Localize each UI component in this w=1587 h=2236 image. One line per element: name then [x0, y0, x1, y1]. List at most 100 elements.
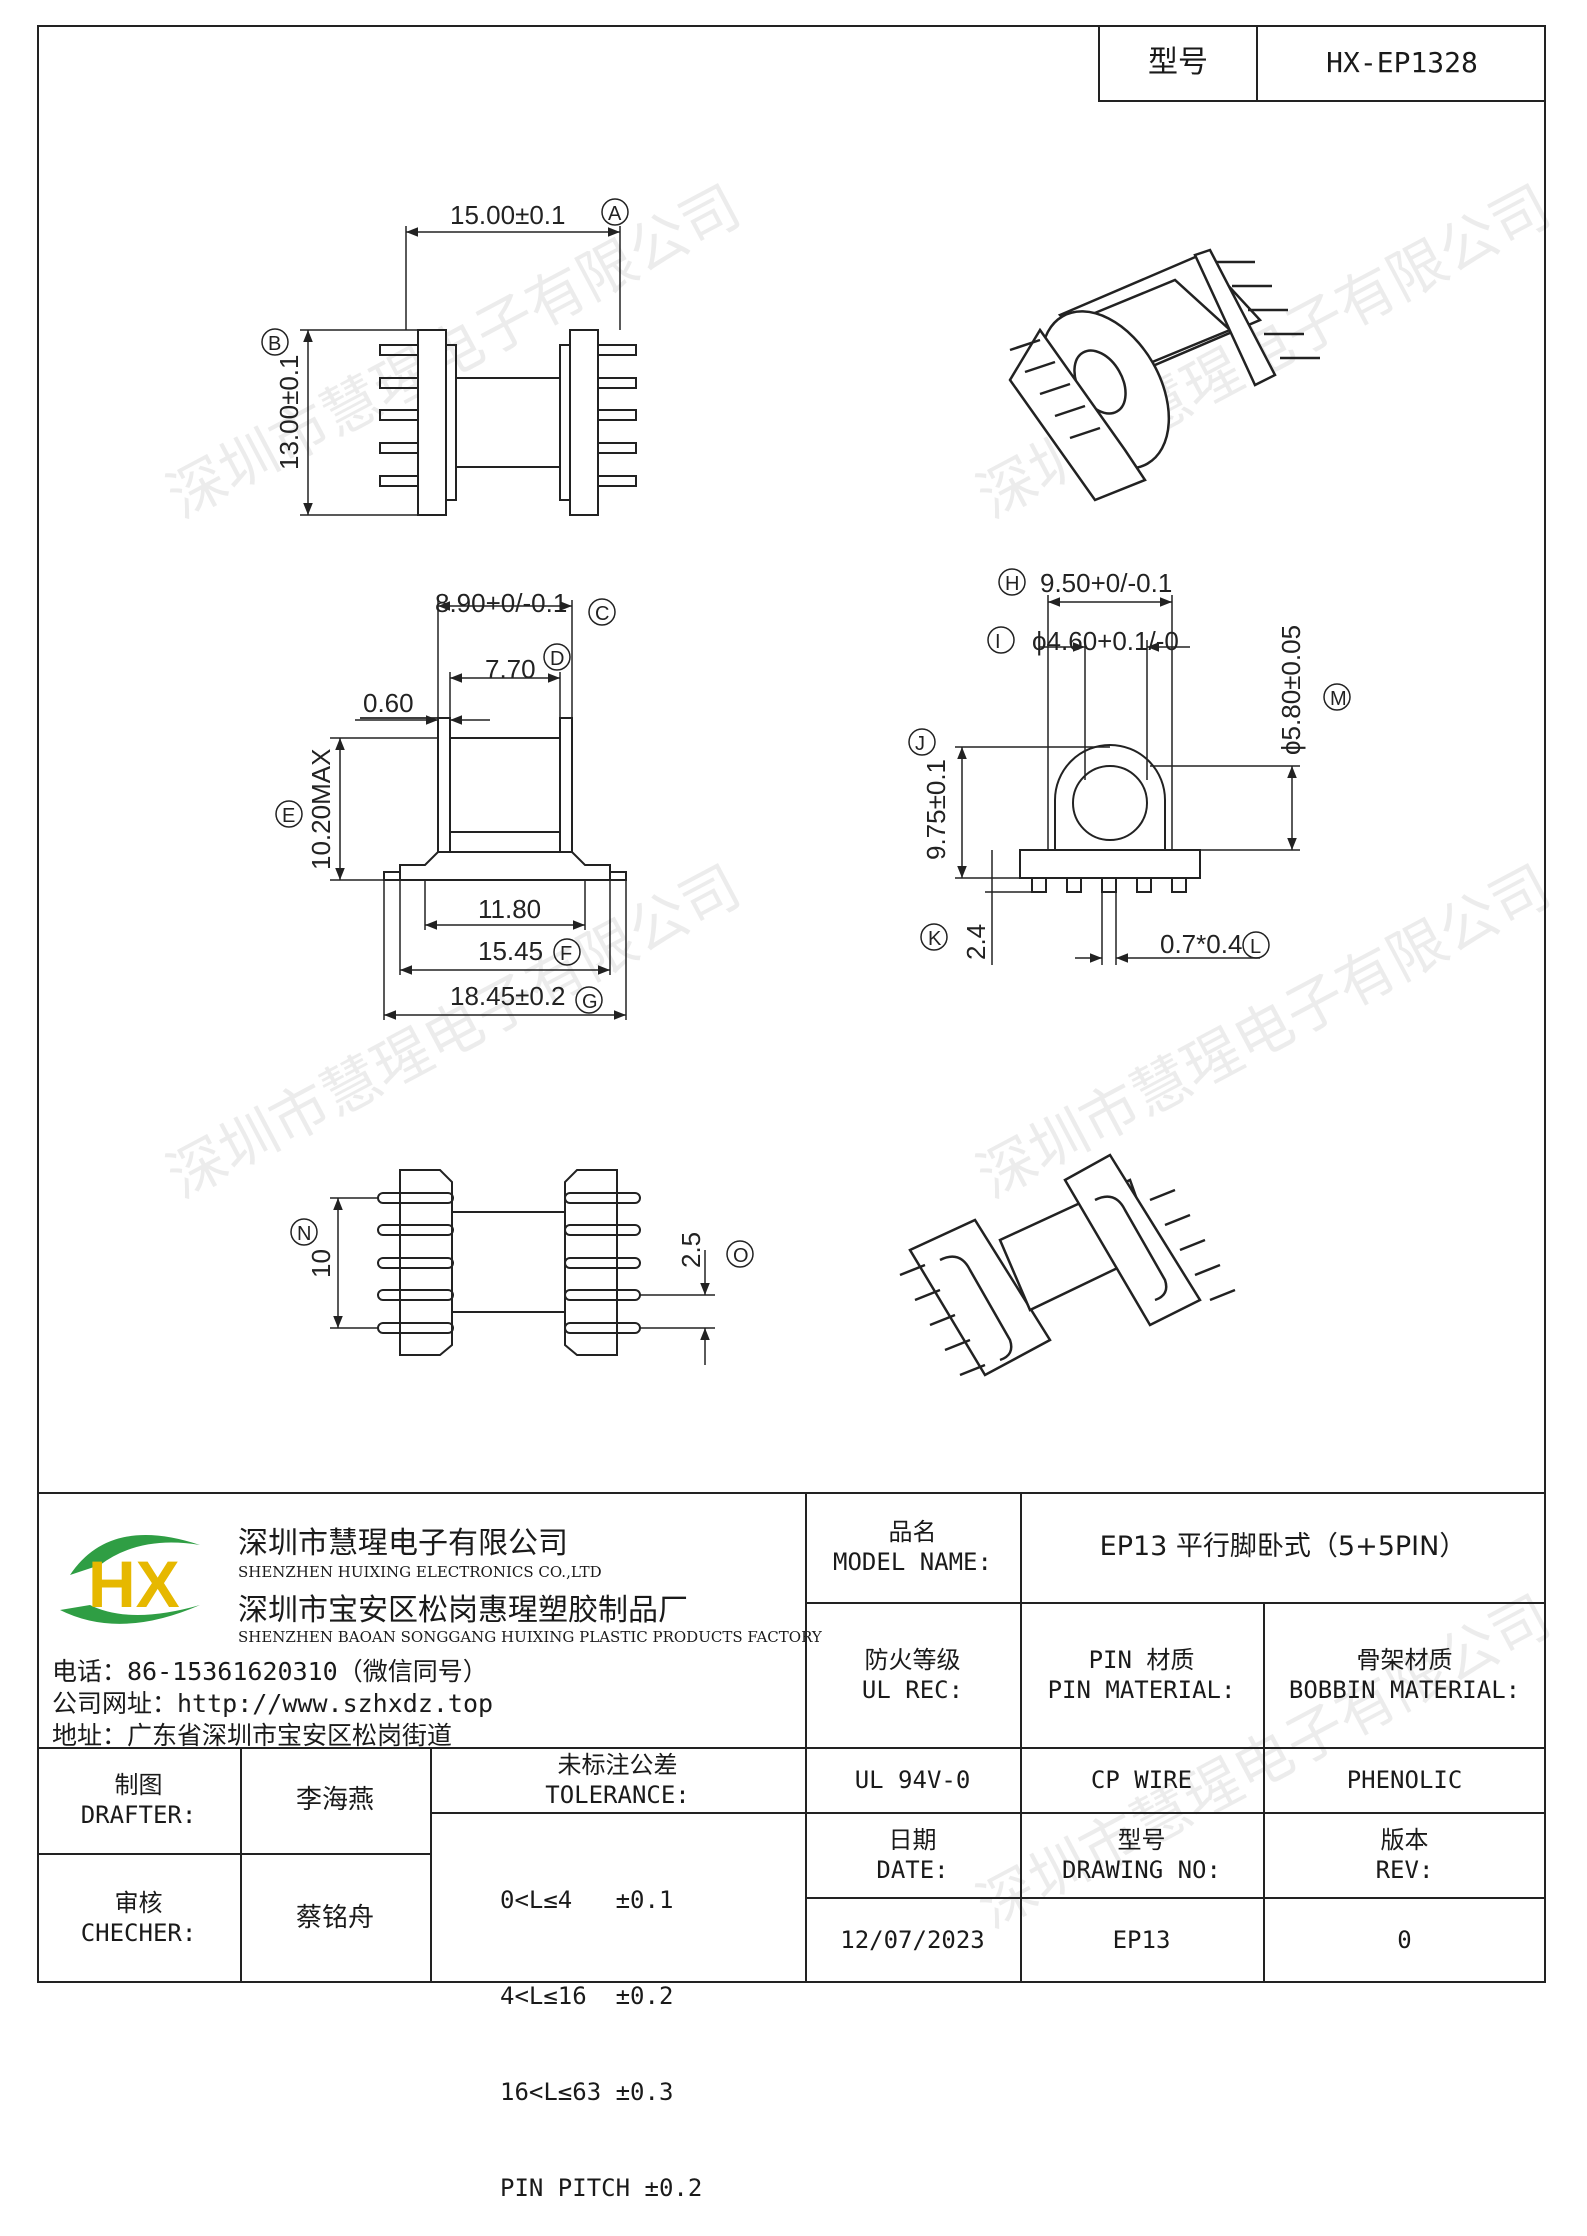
checker-value: 蔡铭舟 [295, 1902, 374, 1933]
divider [37, 1747, 1546, 1749]
dim-side-d: 7.70 [485, 654, 536, 684]
dim-tag-c: C [595, 603, 609, 625]
dim-front-h: 9.50+0/-0.1 [1040, 568, 1172, 598]
front-view [955, 595, 1300, 965]
company-name-cn: 深圳市慧瑆电子有限公司 [238, 1526, 568, 1561]
bobbin-material-en: BOBBIN MATERIAL: [1288, 1675, 1521, 1704]
dim-bottom-n: 10 [306, 1249, 336, 1278]
date-label: 日期 DATE: [805, 1812, 1020, 1897]
header-model-value: HX-EP1328 [1256, 25, 1546, 102]
divider [805, 1492, 807, 1983]
dim-tag-n: N [297, 1223, 311, 1245]
ul-rec-cn: 防火等级 [864, 1645, 961, 1674]
isometric-view-bottom [899, 1153, 1236, 1377]
dim-tag-e: E [282, 805, 295, 827]
divider [1263, 1602, 1265, 1983]
dim-tag-m: M [1330, 688, 1347, 710]
dim-front-j: 9.75±0.1 [921, 759, 951, 860]
divider [37, 1853, 430, 1855]
isometric-view-top [1008, 248, 1320, 502]
top-view-pins [379, 344, 637, 487]
dim-side-e: 10.20MAX [306, 749, 336, 870]
date-en: DATE: [876, 1855, 949, 1884]
dim-tag-b: B [268, 333, 281, 355]
dim-bottom-o: 2.5 [676, 1232, 706, 1268]
bobbin-material-value: PHENOLIC [1346, 1765, 1463, 1794]
bobbin-material-label: 骨架材质 BOBBIN MATERIAL: [1263, 1602, 1546, 1747]
divider [430, 1747, 432, 1983]
drafter-en: DRAFTER: [80, 1801, 197, 1829]
pin-material-en: PIN MATERIAL: [1047, 1675, 1236, 1704]
checker-cn: 审核 [114, 1889, 163, 1917]
front-view-pins [1031, 877, 1187, 893]
drawing-no-en: DRAWING NO: [1062, 1855, 1221, 1884]
divider [1020, 1492, 1022, 1983]
dim-side-c: 8.90+0/-0.1 [435, 588, 567, 618]
dim-tag-a: A [608, 203, 622, 225]
checker-en: CHECHER: [80, 1919, 197, 1947]
checker-label: 审核 CHECHER: [37, 1853, 240, 1983]
pin-material-cn: PIN 材质 [1088, 1645, 1195, 1674]
dim-tag-j: J [915, 733, 925, 755]
divider [805, 1812, 1546, 1814]
technical-drawing: 15.00±0.1 A 13.00±0.1 B 8.90+0/-0.1 C 7.… [261, 198, 1351, 1377]
drafter-value: 李海燕 [295, 1784, 374, 1815]
drafter-cn: 制图 [114, 1771, 163, 1799]
tolerance-line: PIN PITCH ±0.2 [500, 2174, 703, 2202]
ul-rec-value: UL 94V-0 [854, 1765, 971, 1794]
pin-material-value: CP WIRE [1090, 1765, 1193, 1794]
factory-name-cn: 深圳市宝安区松岗惠瑆塑胶制品厂 [238, 1593, 688, 1628]
dim-tag-h: H [1005, 573, 1019, 595]
date-cn: 日期 [888, 1825, 937, 1854]
dim-front-k: 2.4 [961, 924, 991, 960]
model-name-label: 品名 MODEL NAME: [805, 1492, 1020, 1602]
date-value: 12/07/2023 [840, 1926, 985, 1954]
divider [805, 1602, 1546, 1604]
drawing-no-cn: 型号 [1117, 1825, 1166, 1854]
side-view [330, 600, 627, 1020]
dim-side-1180: 11.80 [478, 894, 541, 924]
pin-material-label: PIN 材质 PIN MATERIAL: [1020, 1602, 1263, 1747]
dim-side-g: 18.45±0.2 [450, 981, 565, 1011]
dim-front-l: 0.7*0.4 [1160, 929, 1242, 959]
dim-tag-k: K [928, 928, 942, 950]
company-address: 地址：广东省深圳市宝安区松岗街道 [52, 1721, 453, 1750]
dim-front-i: ϕ4.60+0.1/-0 [1032, 626, 1179, 656]
dim-front-m: ϕ5.80±0.05 [1276, 625, 1306, 755]
ul-rec-label: 防火等级 UL REC: [805, 1602, 1020, 1747]
divider [805, 1897, 1546, 1899]
drawing-no-label: 型号 DRAWING NO: [1020, 1812, 1263, 1897]
top-view [300, 226, 637, 516]
title-block-top-border [37, 1492, 1546, 1494]
model-name-en: MODEL NAME: [833, 1548, 992, 1576]
dim-top-height: 13.00±0.1 [274, 355, 304, 470]
company-phone: 电话：86-15361620310（微信同号） [52, 1657, 488, 1686]
tolerance-line: 4<L≤16 ±0.2 [500, 1982, 674, 2010]
tolerance-cn: 未标注公差 [557, 1750, 678, 1779]
bobbin-material-cn: 骨架材质 [1356, 1645, 1453, 1674]
tolerance-en: TOLERANCE: [545, 1780, 690, 1809]
tolerance-label: 未标注公差 TOLERANCE: [430, 1747, 805, 1812]
dim-tag-o: O [733, 1245, 749, 1267]
bottom-view [330, 1169, 715, 1365]
dim-tag-circles [261, 198, 1351, 1268]
ul-rec-en: UL REC: [861, 1675, 964, 1704]
dim-side-060: 0.60 [363, 688, 414, 718]
dim-tag-l: L [1250, 936, 1261, 958]
divider [240, 1747, 242, 1983]
rev-value: 0 [1397, 1926, 1412, 1954]
tolerance-list: 0<L≤4 ±0.1 4<L≤16 ±0.2 16<L≤63 ±0.3 PIN … [500, 1820, 800, 2236]
logo-letters: HX [88, 1547, 180, 1621]
company-name-en: SHENZHEN HUIXING ELECTRONICS CO.,LTD [238, 1563, 602, 1581]
iso-pins-bottom [899, 1188, 1236, 1377]
model-name-cn: 品名 [888, 1518, 937, 1546]
company-website: 公司网址：http://www.szhxdz.top [52, 1689, 494, 1718]
company-logo: HX [50, 1515, 220, 1640]
tolerance-line: 16<L≤63 ±0.3 [500, 2078, 674, 2106]
dim-top-width: 15.00±0.1 [450, 200, 565, 230]
drawing-frame [37, 25, 1546, 1983]
dim-tag-i: I [995, 631, 1001, 653]
rev-label: 版本 REV: [1263, 1812, 1546, 1897]
model-name-value: EP13 平行脚卧式（5+5PIN） [1099, 1531, 1467, 1563]
rev-cn: 版本 [1380, 1825, 1429, 1854]
